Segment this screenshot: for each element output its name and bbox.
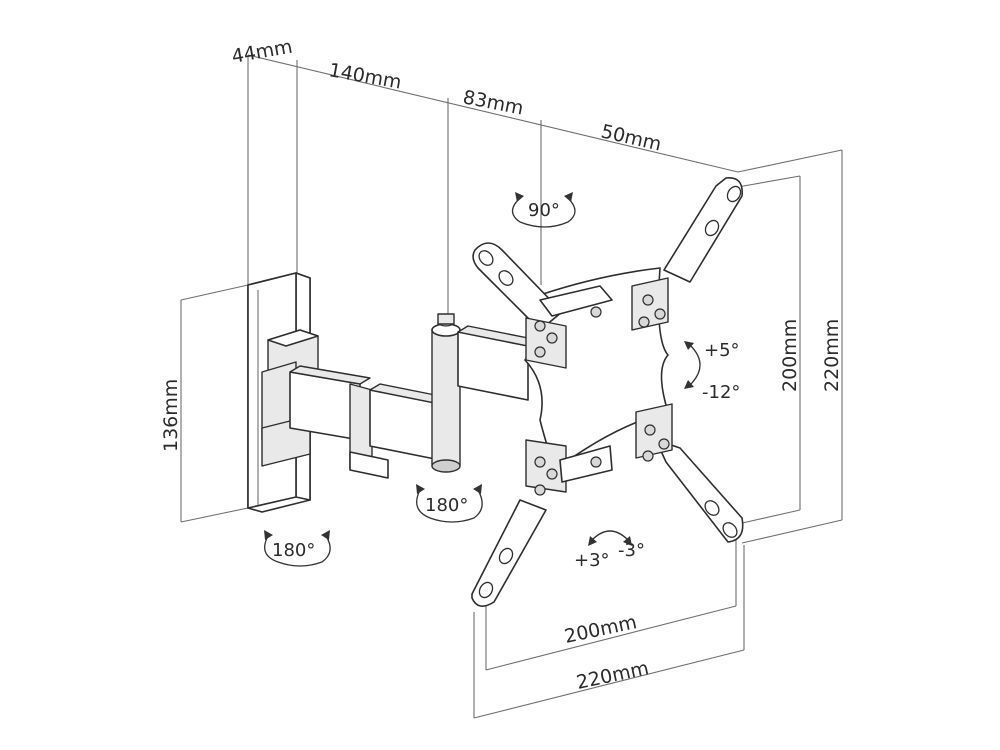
- dim-44: 44mm: [230, 36, 294, 68]
- wall-swivel-indicator: 180°: [264, 530, 331, 567]
- dim-83: 83mm: [461, 86, 525, 119]
- level-minus-label: -3°: [618, 540, 645, 561]
- swing-arm: [261, 313, 539, 479]
- rot-90-label: 90°: [528, 200, 560, 221]
- swivel-90-indicator: 90°: [511, 192, 576, 228]
- dimension-lines: [180, 54, 843, 719]
- dim-vesa-h200: 200mm: [562, 611, 638, 648]
- tilt-up-label: +5°: [704, 340, 740, 361]
- rotation-indicators: 90° +5° -12° 180° 180° +3°: [264, 192, 740, 571]
- level-indicator: +3° -3°: [574, 530, 645, 571]
- arm-swivel-indicator: 180°: [416, 484, 483, 523]
- dim-vesa-v220: 220mm: [821, 319, 843, 392]
- arm-swivel-label: 180°: [425, 495, 468, 516]
- dim-50: 50mm: [599, 120, 664, 155]
- dim-vesa-h220: 220mm: [574, 657, 650, 694]
- dim-vesa-v200: 200mm: [779, 319, 801, 392]
- dim-136: 136mm: [160, 379, 182, 452]
- tilt-indicator: +5° -12°: [684, 340, 740, 403]
- wall-swivel-label: 180°: [272, 540, 315, 561]
- level-plus-label: +3°: [574, 550, 610, 571]
- mounting-holes: [478, 185, 742, 599]
- dim-140: 140mm: [327, 59, 403, 93]
- tilt-down-label: -12°: [702, 382, 740, 403]
